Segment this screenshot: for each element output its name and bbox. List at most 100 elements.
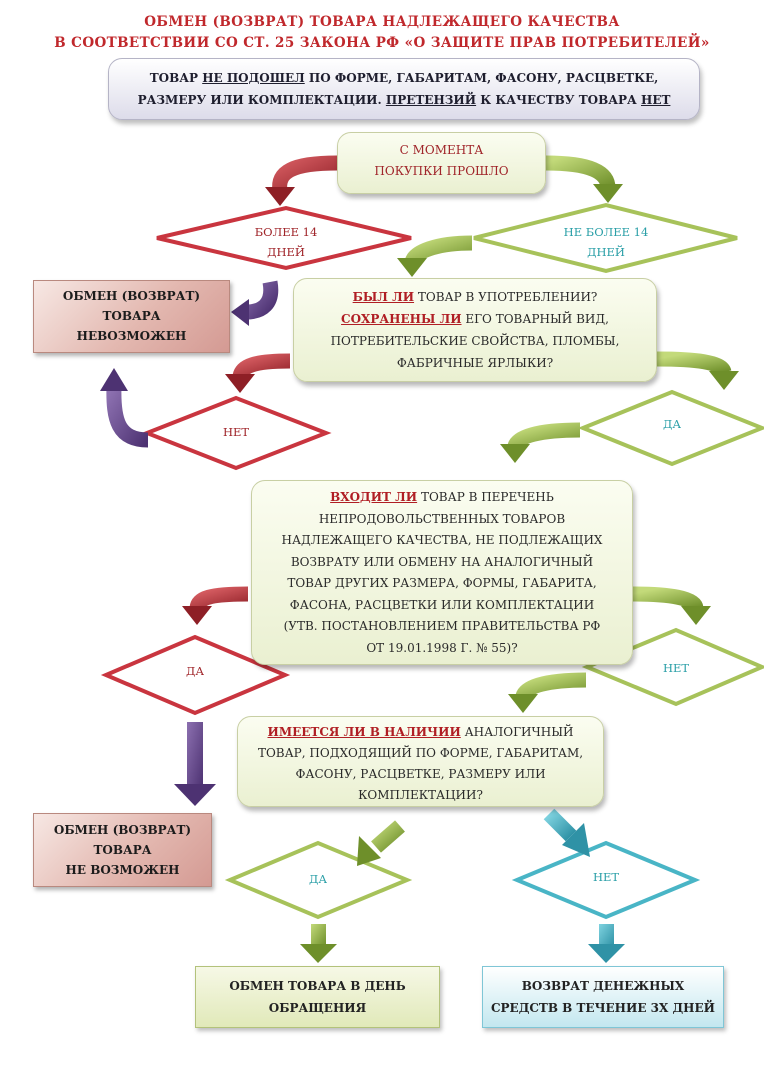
question-used-keyword-1: БЫЛ ЛИ: [352, 290, 415, 304]
result-impossible-1-line-2: ТОВАРА: [102, 309, 161, 323]
question-list-line-3: НАДЛЕЖАЩЕГО КАЧЕСТВА, НЕ ПОДЛЕЖАЩИХ: [281, 533, 603, 547]
result-impossible-box-1: ОБМЕН (ВОЗВРАТ) ТОВАРА НЕВОЗМОЖЕН: [33, 280, 230, 353]
question-used-line-2: СОХРАНЕНЫ ЛИ ЕГО ТОВАРНЫЙ ВИД,: [294, 308, 656, 330]
decision-diamond-list-yes: [100, 634, 291, 716]
decision-diamond-avail-yes: [224, 840, 413, 920]
arrow-list-no-to-avail-head: [508, 694, 538, 713]
intro-line-1: ТОВАР НЕ ПОДОШЕЛ ПО ФОРМЕ, ГАБАРИТАМ, ФА…: [109, 67, 699, 89]
intro-underlined: НЕ ПОДОШЕЛ: [202, 71, 305, 85]
result-refund-line-1: ВОЗВРАТ ДЕНЕЖНЫХ: [521, 979, 685, 993]
question-used-box: БЫЛ ЛИ ТОВАР В УПОТРЕБЛЕНИИ? СОХРАНЕНЫ Л…: [293, 278, 657, 382]
label-avail-yes: ДА: [308, 872, 328, 886]
question-used-line-1: БЫЛ ЛИ ТОВАР В УПОТРЕБЛЕНИИ?: [294, 286, 656, 308]
arrow-used-to-no: [232, 353, 291, 379]
arrow-avail-to-no: [543, 808, 577, 842]
label-more14-line-2: ДНЕЙ: [267, 245, 305, 259]
label-notmore14: НЕ БОЛЕЕ 14 ДНЕЙ: [546, 222, 666, 262]
question-list-line-2: НЕПРОДОВОЛЬСТВЕННЫХ ТОВАРОВ: [318, 511, 566, 526]
question-list-line-7: (УТВ. ПОСТАНОВЛЕНИЕМ ПРАВИТЕЛЬСТВА РФ: [283, 619, 601, 633]
arrow-notmore14-to-used-head: [397, 258, 427, 277]
intro-text: ПО ФОРМЕ, ГАБАРИТАМ, ФАСОНУ, РАСЦВЕТКЕ,: [304, 71, 659, 85]
question-available-line-4: КОМПЛЕКТАЦИИ?: [358, 788, 483, 802]
arrow-avail-to-no-head: [562, 823, 590, 857]
arrow-more14-to-result: [245, 280, 279, 320]
arrow-more14-to-result-head: [231, 299, 249, 326]
result-exchange-box: ОБМЕН ТОВАРА В ДЕНЬ ОБРАЩЕНИЯ: [195, 966, 440, 1028]
question-list-line-5: ТОВАР ДРУГИХ РАЗМЕРА, ФОРМЫ, ГАБАРИТА,: [287, 576, 597, 590]
arrow-list-to-yes: [189, 586, 249, 610]
page-title: ОБМЕН (ВОЗВРАТ) ТОВАРА НАДЛЕЖАЩЕГО КАЧЕС…: [0, 12, 764, 54]
question-list-text-1: ТОВАР В ПЕРЕЧЕНЬ: [417, 490, 554, 504]
result-exchange-line-2: ОБРАЩЕНИЯ: [268, 1001, 367, 1015]
arrow-used-to-no-head: [225, 374, 255, 393]
result-refund-box: ВОЗВРАТ ДЕНЕЖНЫХ СРЕДСТВ В ТЕЧЕНИЕ 3Х ДН…: [482, 966, 724, 1028]
arrow-used-yes-to-list: [507, 422, 581, 450]
question-available-line-1: ИМЕЕТСЯ ЛИ В НАЛИЧИИ АНАЛОГИЧНЫЙ: [238, 722, 603, 743]
arrow-to-more14-head: [265, 187, 295, 206]
title-line-1: ОБМЕН (ВОЗВРАТ) ТОВАРА НАДЛЕЖАЩЕГО КАЧЕС…: [144, 14, 620, 30]
result-impossible-1-line-1: ОБМЕН (ВОЗВРАТ): [62, 289, 201, 303]
label-more14-line-1: БОЛЕЕ 14: [254, 225, 318, 239]
label-used-yes: ДА: [662, 417, 682, 431]
result-impossible-2-line-2: ТОВАРА: [93, 843, 152, 857]
question-list-line-8: ОТ 19.01.1998 Г. № 55)?: [366, 640, 518, 655]
arrow-list-to-yes-head: [182, 606, 212, 625]
arrow-avail-yes-to-exchange-head: [300, 944, 337, 963]
arrow-used-no-to-result: [106, 385, 149, 448]
decision-diamond-list-no: [581, 627, 764, 707]
label-more14: БОЛЕЕ 14 ДНЕЙ: [226, 222, 346, 262]
arrow-used-no-to-result-head: [100, 368, 128, 391]
question-list-line-6: ФАСОНА, РАСЦВЕТКИ ИЛИ КОМПЛЕКТАЦИИ: [289, 597, 595, 612]
arrow-avail-to-yes: [371, 820, 405, 853]
question-available-text-1: АНАЛОГИЧНЫЙ: [460, 725, 574, 739]
decision-diamond-used-yes: [577, 389, 764, 467]
arrow-list-yes-to-result: [187, 722, 203, 786]
intro-box: ТОВАР НЕ ПОДОШЕЛ ПО ФОРМЕ, ГАБАРИТАМ, ФА…: [108, 58, 700, 120]
question-used-line-3: ПОТРЕБИТЕЛЬСКИЕ СВОЙСТВА, ПЛОМБЫ,: [330, 334, 620, 348]
intro-underlined: НЕТ: [641, 93, 671, 107]
intro-line-2: РАЗМЕРУ ИЛИ КОМПЛЕКТАЦИИ. ПРЕТЕНЗИЙ К КА…: [109, 89, 699, 111]
arrow-used-to-yes-head: [709, 371, 739, 390]
arrow-avail-no-to-refund: [599, 924, 614, 946]
arrow-to-more14: [272, 155, 338, 193]
result-impossible-box-2: ОБМЕН (ВОЗВРАТ) ТОВАРА НЕ ВОЗМОЖЕН: [33, 813, 212, 887]
result-impossible-1-line-3: НЕВОЗМОЖЕН: [76, 329, 187, 343]
question-time-box: С МОМЕНТА ПОКУПКИ ПРОШЛО: [337, 132, 546, 194]
question-used-line-4: ФАБРИЧНЫЕ ЯРЛЫКИ?: [396, 356, 554, 370]
question-used-text-1: ТОВАР В УПОТРЕБЛЕНИИ?: [414, 290, 598, 304]
arrow-list-no-to-avail: [515, 672, 587, 700]
question-available-line-3: ФАСОНУ, РАСЦВЕТКЕ, РАЗМЕРУ ИЛИ: [295, 767, 546, 781]
result-refund-line-2: СРЕДСТВ В ТЕЧЕНИЕ 3Х ДНЕЙ: [490, 1001, 716, 1015]
intro-text: К КАЧЕСТВУ ТОВАРА: [476, 93, 641, 107]
result-impossible-2-line-1: ОБМЕН (ВОЗВРАТ): [53, 823, 192, 837]
arrow-list-to-no-head: [681, 606, 711, 625]
result-impossible-2-line-3: НЕ ВОЗМОЖЕН: [65, 863, 180, 877]
arrow-list-to-no: [631, 586, 704, 611]
arrow-avail-yes-to-exchange: [311, 924, 326, 946]
question-time-line-2: ПОКУПКИ ПРОШЛО: [374, 164, 509, 178]
question-time-line-1: С МОМЕНТА: [399, 143, 484, 157]
question-used-keyword-2: СОХРАНЕНЫ ЛИ: [341, 312, 462, 326]
arrow-to-notmore14-head: [593, 184, 623, 203]
arrow-used-to-yes: [656, 351, 732, 376]
question-available-box: ИМЕЕТСЯ ЛИ В НАЛИЧИИ АНАЛОГИЧНЫЙ ТОВАР, …: [237, 716, 604, 807]
arrow-avail-to-yes-head: [357, 836, 381, 866]
intro-text: ТОВАР: [149, 71, 203, 85]
decision-diamond-more14: [156, 205, 412, 271]
question-used-text-2: ЕГО ТОВАРНЫЙ ВИД,: [461, 312, 609, 326]
label-avail-no: НЕТ: [592, 870, 620, 884]
intro-text: РАЗМЕРУ ИЛИ КОМПЛЕКТАЦИИ.: [137, 93, 386, 107]
question-list-line-1: ВХОДИТ ЛИ ТОВАР В ПЕРЕЧЕНЬ: [252, 487, 632, 509]
decision-diamond-avail-no: [511, 840, 701, 920]
intro-underlined: ПРЕТЕНЗИЙ: [385, 93, 477, 107]
decision-diamond-used-no: [141, 395, 332, 471]
label-notmore14-line-2: ДНЕЙ: [587, 245, 625, 259]
decision-diamond-notmore14: [473, 202, 738, 274]
label-list-no: НЕТ: [662, 661, 690, 675]
label-used-no: НЕТ: [222, 425, 250, 439]
question-list-box: ВХОДИТ ЛИ ТОВАР В ПЕРЕЧЕНЬ НЕПРОДОВОЛЬСТ…: [251, 480, 633, 665]
question-available-keyword: ИМЕЕТСЯ ЛИ В НАЛИЧИИ: [267, 725, 461, 739]
title-line-2: В СООТВЕТСТВИИ СО СТ. 25 ЗАКОНА РФ «О ЗА…: [54, 35, 710, 51]
result-exchange-line-1: ОБМЕН ТОВАРА В ДЕНЬ: [229, 979, 406, 993]
